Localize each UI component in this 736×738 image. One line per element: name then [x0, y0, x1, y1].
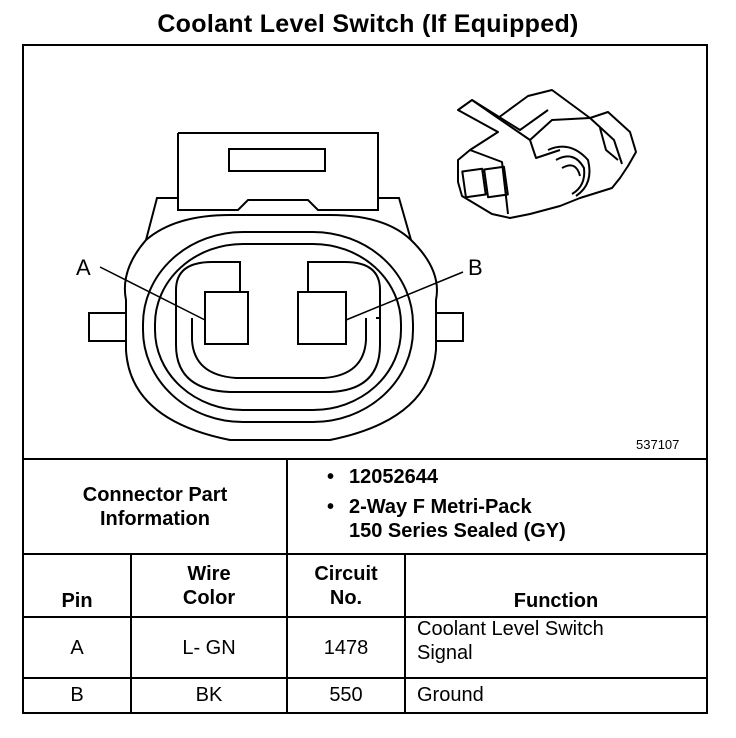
header-circuit: Circuit No. — [287, 554, 405, 617]
pin-b-leader — [345, 271, 464, 321]
connector-part-number: • 12052644 — [327, 466, 438, 488]
table-row-a-pin: A — [70, 636, 84, 659]
connector-table: Connector Part Information • 12052644 • … — [23, 459, 707, 712]
header-function-text: Function — [513, 590, 599, 612]
table-row-b-function: Ground — [417, 684, 484, 706]
connector-description: • 2-Way F Metri-Pack 150 Series Sealed (… — [327, 496, 566, 542]
connector-face-drawing — [88, 132, 464, 441]
table-row-a-function-line1: Coolant Level Switch — [417, 618, 604, 640]
connector-info-values: • 12052644 • 2-Way F Metri-Pack 150 Seri… — [305, 459, 707, 554]
header-pin-text: Pin — [61, 590, 93, 612]
connector-info-label-line1: Connector Part — [82, 483, 228, 506]
header-circuit-line1: Circuit — [314, 562, 378, 585]
header-function: Function — [405, 554, 707, 617]
connector-info-label: Connector Part Information — [23, 459, 287, 554]
page-title: Coolant Level Switch (If Equipped) — [157, 10, 579, 38]
table-row-b-circuit: 550 — [329, 684, 363, 706]
table-row-a-function-line2: Signal — [417, 642, 473, 664]
connector-isometric-drawing — [457, 89, 637, 219]
figure-id: 537107 — [636, 437, 680, 452]
pin-a-leader — [99, 266, 206, 321]
table-row-b-wire-color: BK — [195, 684, 223, 706]
header-circuit-line2: No. — [329, 586, 363, 609]
connector-part-number-text: 12052644 — [349, 466, 438, 488]
header-wire-color: Wire Color — [131, 554, 287, 617]
header-wire-color-line2: Color — [182, 586, 236, 609]
table-row-b-pin: B — [70, 684, 84, 706]
table-grid — [23, 458, 707, 713]
table-row-a-function: Coolant Level Switch Signal — [405, 617, 707, 678]
diagram-frame — [22, 44, 708, 714]
pin-a-label: A — [76, 255, 91, 280]
connector-info-label-line2: Information — [100, 507, 210, 530]
pin-b-label: B — [468, 255, 483, 280]
header-pin: Pin — [23, 554, 131, 617]
header-wire-color-line1: Wire — [187, 562, 231, 585]
connector-description-line1: 2-Way F Metri-Pack — [349, 496, 532, 518]
connector-description-line2: 150 Series Sealed (GY) — [349, 520, 566, 542]
table-row-a-circuit: 1478 — [323, 636, 369, 659]
table-row-a-wire-color: L- GN — [182, 636, 236, 659]
